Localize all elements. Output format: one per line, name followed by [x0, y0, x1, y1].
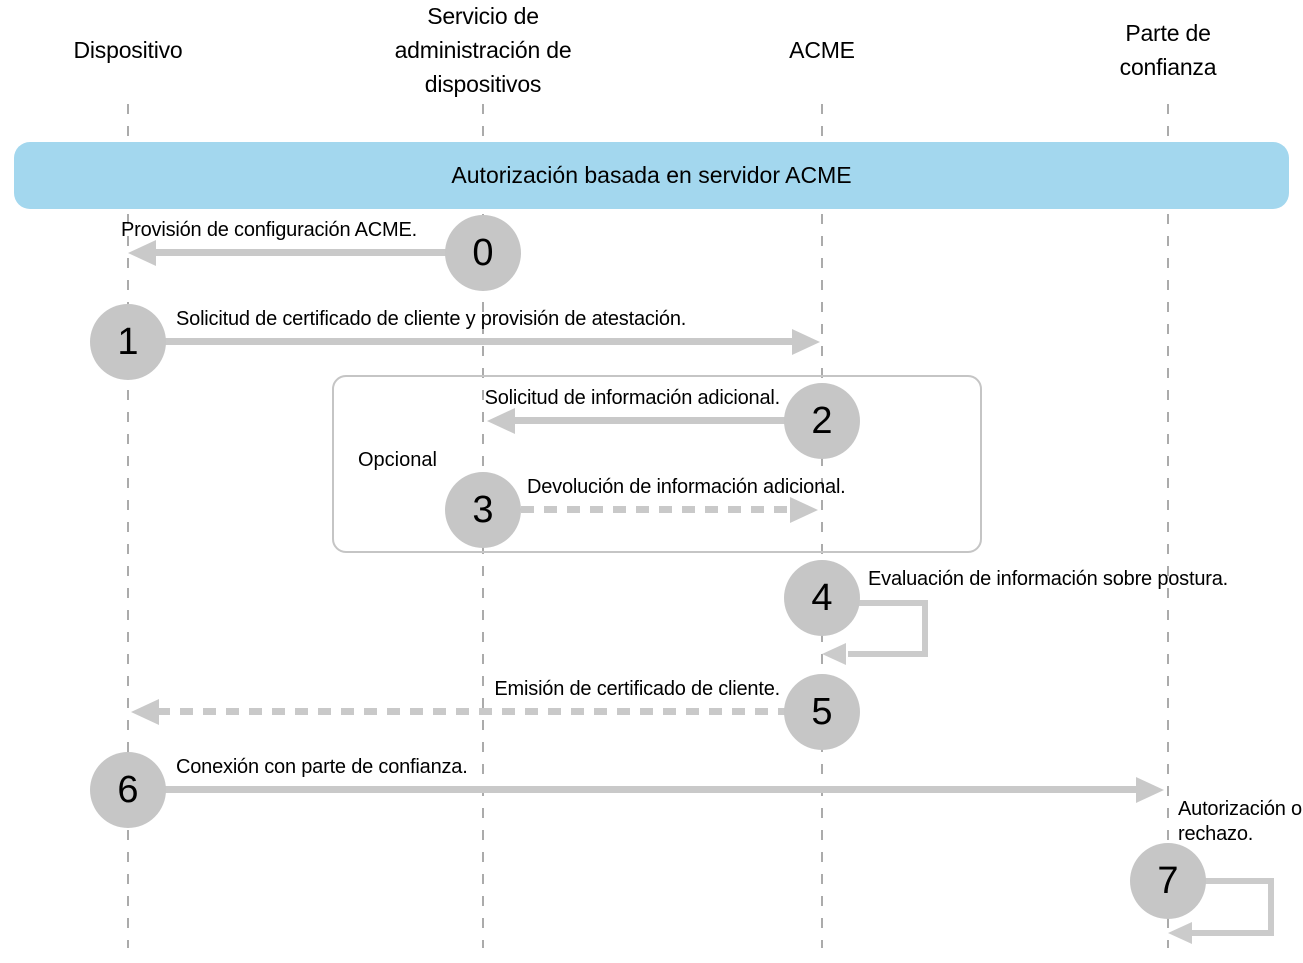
step-0-arrowhead-left-icon [128, 240, 156, 266]
step-3-arrowhead-right-icon [790, 497, 818, 523]
step-7-label: Autorización o rechazo. [1178, 798, 1302, 845]
optional-group-label: Opcional [358, 449, 437, 471]
step-7-circle: 7 [1130, 843, 1206, 919]
step-3-circle: 3 [445, 472, 521, 548]
step-1-circle: 1 [90, 304, 166, 380]
step-4-arrowhead-left-icon [822, 643, 846, 665]
step-0-number: 0 [472, 231, 494, 274]
step-2-circle: 2 [784, 383, 860, 459]
step-5-circle: 5 [784, 674, 860, 750]
lifeline-parte-confianza [1167, 104, 1169, 948]
step-6-label: Conexión con parte de confianza. [176, 756, 468, 778]
step-6-circle: 6 [90, 752, 166, 828]
step-1-label: Solicitud de certificado de cliente y pr… [176, 308, 687, 330]
step-2-label: Solicitud de información adicional. [484, 387, 781, 409]
actor-parte-confianza: Parte de confianza [1119, 20, 1217, 80]
step-3-label: Devolución de información adicional. [527, 476, 846, 498]
step-6-arrowhead-right-icon [1136, 777, 1164, 803]
step-1-arrowhead-right-icon [792, 329, 820, 355]
diagram-title: Autorización basada en servidor ACME [451, 162, 852, 188]
step-7-arrowhead-left-icon [1168, 922, 1192, 944]
step-4-number: 4 [811, 576, 833, 619]
step-3-number: 3 [472, 488, 494, 531]
actor-servicio-mdm: Servicio de administración de dispositiv… [394, 3, 572, 97]
actor-dispositivo: Dispositivo [73, 37, 183, 63]
step-5-label: Emisión de certificado de cliente. [494, 678, 780, 700]
step-6-arrow-line [162, 786, 1138, 793]
step-2-number: 2 [811, 399, 833, 442]
step-0-circle: 0 [445, 215, 521, 291]
step-4-self-loop [848, 600, 928, 657]
lifeline-dispositivo [127, 104, 129, 948]
lifeline-acme [821, 104, 823, 948]
step-6-number: 6 [117, 768, 139, 811]
actor-acme: ACME [789, 37, 855, 63]
step-2-arrowhead-left-icon [487, 408, 515, 434]
step-0-label: Provisión de configuración ACME. [121, 219, 417, 241]
optional-group-box [332, 375, 982, 553]
step-7-self-loop [1192, 878, 1274, 936]
step-4-label: Evaluación de información sobre postura. [868, 568, 1228, 590]
step-7-number: 7 [1157, 859, 1179, 902]
step-1-number: 1 [117, 320, 139, 363]
step-2-arrow-line [513, 417, 800, 424]
step-4-circle: 4 [784, 560, 860, 636]
step-1-arrow-line [162, 338, 794, 345]
title-banner: Autorización basada en servidor ACME [14, 142, 1289, 209]
step-3-arrow-line [521, 506, 792, 513]
step-5-arrowhead-left-icon [131, 699, 159, 725]
step-0-arrow-line [152, 249, 462, 256]
step-5-number: 5 [811, 690, 833, 733]
step-5-arrow-line [157, 708, 796, 715]
